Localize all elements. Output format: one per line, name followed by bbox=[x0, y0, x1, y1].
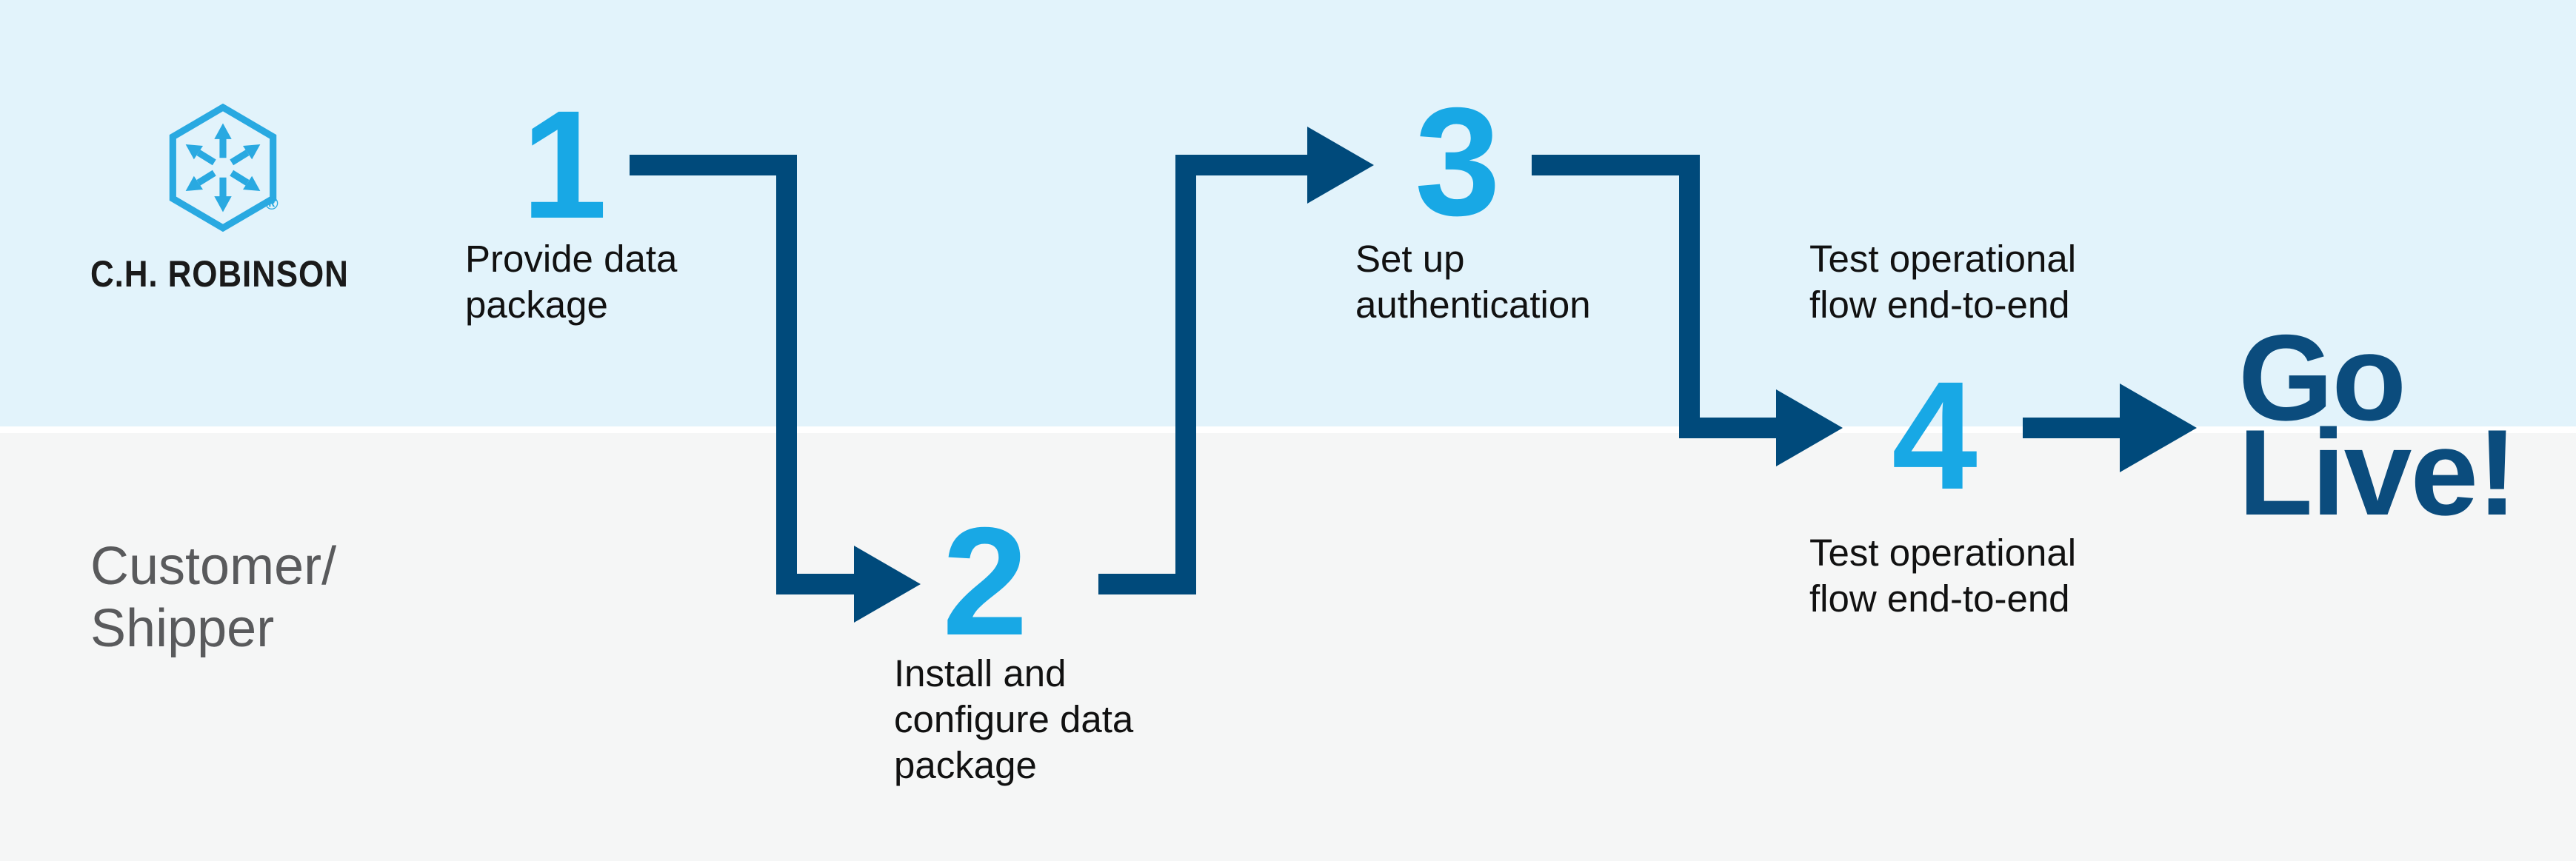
step-4-label-bottom: Test operational flow end-to-end bbox=[1809, 530, 2076, 622]
brand-wordmark: C.H. ROBINSON bbox=[90, 253, 349, 295]
step-3-label-line: Set up bbox=[1355, 238, 1465, 280]
lane-chrobinson bbox=[0, 0, 2576, 426]
logo-arrowhead-icon bbox=[214, 196, 232, 212]
step-4-label-bottom-line: Test operational bbox=[1809, 532, 2077, 574]
step-4-label-top: Test operational flow end-to-end bbox=[1809, 236, 2076, 328]
step-4-label-top-line: Test operational bbox=[1809, 238, 2077, 280]
logo-arrowhead-icon bbox=[185, 144, 204, 160]
step-2-number: 2 bbox=[942, 496, 1028, 668]
step-3-label-line: authentication bbox=[1355, 284, 1591, 326]
logo-arrow-shaft bbox=[230, 150, 250, 166]
connector-step1-step2 bbox=[630, 155, 855, 594]
registered-trademark-symbol: ® bbox=[265, 194, 278, 214]
arrowhead-icon bbox=[854, 546, 921, 623]
hexagon-outline bbox=[169, 104, 277, 232]
connector-step3-step4 bbox=[1532, 155, 1778, 438]
go-live-line1: Go bbox=[2238, 309, 2406, 446]
step-1-number: 1 bbox=[521, 79, 607, 251]
logo-arrowhead-icon bbox=[185, 175, 204, 192]
lane-customer-shipper bbox=[0, 433, 2576, 861]
step-1-label: Provide data package bbox=[465, 236, 677, 328]
logo-arrow-shaft bbox=[196, 170, 216, 186]
logo-arrowhead-icon bbox=[242, 144, 261, 160]
go-live-line2: Live! bbox=[2238, 404, 2517, 540]
logo-arrow-shaft bbox=[196, 150, 216, 166]
logo-arrowhead-icon bbox=[214, 123, 232, 139]
step-2-label-line: Install and bbox=[894, 652, 1067, 694]
step-2-label-line: package bbox=[894, 744, 1037, 786]
step-4-label-top-line: flow end-to-end bbox=[1809, 284, 2070, 326]
step-3-number: 3 bbox=[1415, 76, 1501, 248]
step-3-label: Set up authentication bbox=[1355, 236, 1591, 328]
step-2-label: Install and configure data package bbox=[894, 651, 1133, 788]
lane-divider bbox=[0, 426, 2576, 433]
lane-label-line: Shipper bbox=[90, 599, 275, 658]
step-1-label-line: Provide data bbox=[465, 238, 678, 280]
lane-label-customer-shipper: Customer/ Shipper bbox=[90, 535, 336, 660]
logo-arrowhead-icon bbox=[242, 175, 261, 192]
step-4-label-bottom-line: flow end-to-end bbox=[1809, 577, 2070, 620]
arrowhead-icon bbox=[2120, 383, 2197, 472]
arrowhead-icon bbox=[1776, 389, 1843, 466]
step-2-label-line: configure data bbox=[894, 698, 1134, 740]
step-4-number: 4 bbox=[1892, 350, 1978, 522]
logo-arrow-shaft bbox=[230, 170, 250, 186]
connector-step2-step3 bbox=[1098, 155, 1309, 594]
step-1-label-line: package bbox=[465, 284, 608, 326]
chrobinson-hexagon-icon bbox=[169, 104, 277, 232]
arrowhead-icon bbox=[1307, 127, 1374, 204]
lane-label-line: Customer/ bbox=[90, 537, 337, 596]
